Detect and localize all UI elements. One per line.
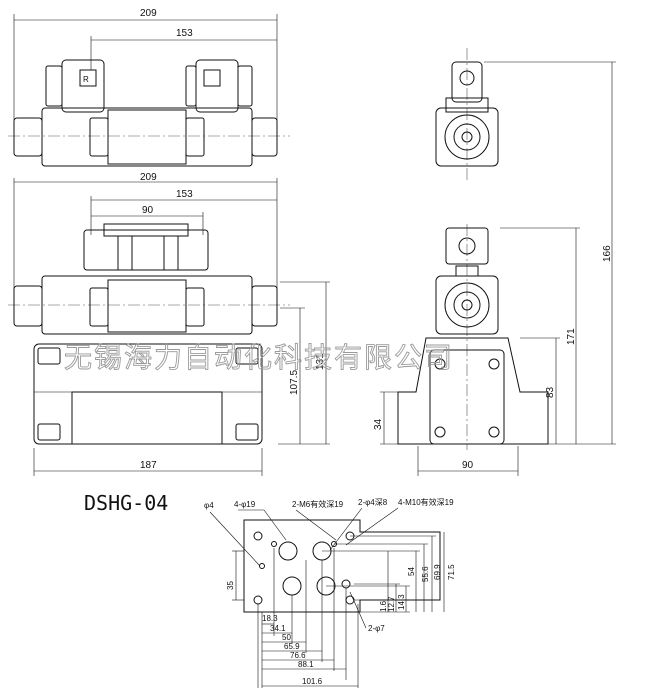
mount-y-1-6: 1.6: [379, 600, 388, 612]
front-dim-overall: 209: [140, 172, 157, 183]
mount-y-14-3: 14.3: [397, 594, 406, 610]
side-dim-34: 34: [373, 418, 384, 430]
callout-phi4: φ4: [204, 501, 214, 510]
mount-y-55-6: 55.6: [421, 566, 430, 582]
mount-x-101-6: 101.6: [302, 677, 323, 686]
mount-x-88-1: 88.1: [298, 660, 314, 669]
front-dim-height-b: 131: [315, 353, 326, 370]
side-dim-171: 171: [566, 328, 577, 345]
mount-x-76-6: 76.6: [290, 651, 306, 660]
svg-text:R: R: [83, 75, 89, 84]
mount-x-18-3: 18.3: [262, 614, 278, 623]
side-dim-width: 90: [462, 460, 474, 471]
side-view: 171 166 83 34 90: [373, 62, 616, 476]
top-dim-overall: 209: [140, 8, 157, 19]
front-dim-coils: 153: [176, 189, 193, 200]
top-dim-coils: 153: [176, 28, 193, 39]
front-dim-height-a: 107.5: [289, 370, 300, 395]
side-dim-83: 83: [545, 386, 556, 398]
mount-x-50: 50: [282, 633, 291, 642]
front-dim-inner: 90: [142, 205, 154, 216]
model-title: DSHG-04: [84, 491, 168, 515]
mounting-pattern: DSHG-04 φ4 4-φ19 2-M6有效深19 2-φ4深8 4-M10有…: [84, 491, 456, 688]
mount-y-54: 54: [407, 567, 416, 576]
mount-y-69-9: 69.9: [433, 564, 442, 580]
side-dim-total: 166: [602, 245, 613, 262]
top-view: 209 153 R: [8, 8, 290, 167]
mount-dim-35: 35: [226, 581, 235, 590]
mount-x-34-1: 34.1: [270, 624, 286, 633]
callout-2-phi7: 2-φ7: [368, 624, 385, 633]
front-dim-base-width: 187: [140, 460, 157, 471]
mount-y-71-5: 71.5: [447, 564, 456, 580]
mount-y-12-7: 12.7: [387, 596, 396, 612]
callout-4-m10: 4-M10有效深19: [398, 497, 454, 507]
callout-2-phi4: 2-φ4深8: [358, 498, 388, 507]
mount-x-65-9: 65.9: [284, 642, 300, 651]
company-watermark: 无锡海力自动化科技有限公司: [64, 341, 454, 374]
callout-4-phi19: 4-φ19: [234, 500, 256, 509]
side-view-top: [435, 48, 616, 180]
front-view: 209 153 90 187: [8, 172, 330, 476]
callout-2-m6: 2-M6有效深19: [292, 499, 344, 509]
